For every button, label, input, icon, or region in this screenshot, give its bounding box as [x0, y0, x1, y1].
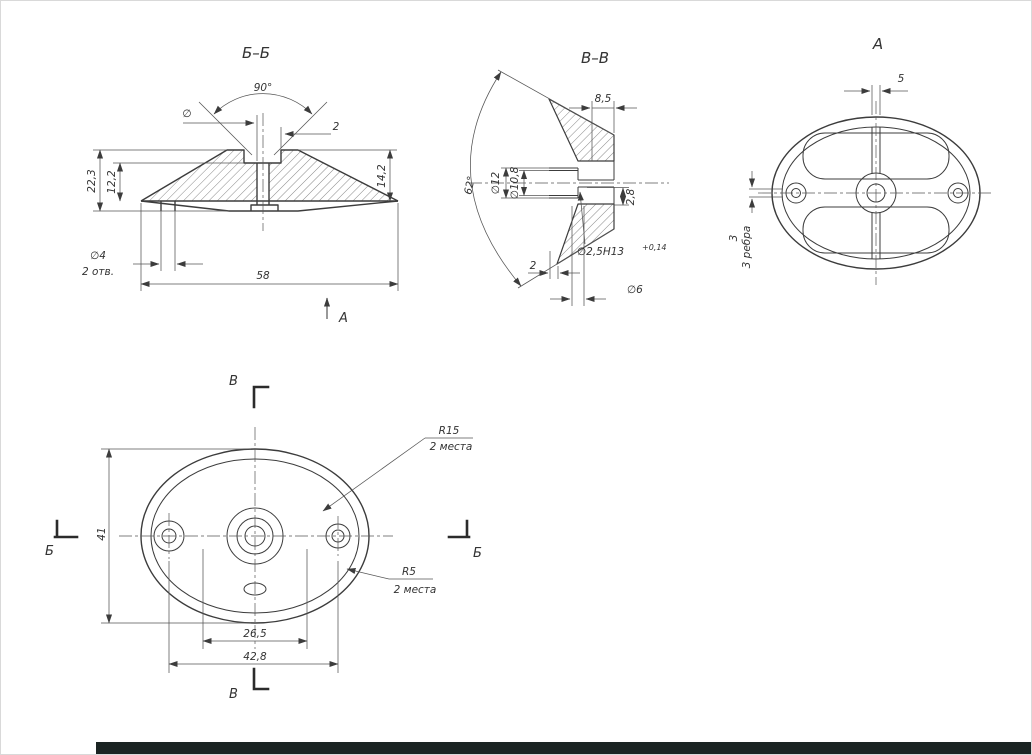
plan-dimension-lines — [101, 437, 473, 673]
plan-section-plane-ticks — [53, 385, 471, 691]
bb-title: Б–Б — [242, 44, 270, 62]
view-a: А 5 3 3 ребра — [728, 35, 994, 285]
vv-dim-dia-12: ∅12 — [490, 171, 502, 194]
bottom-bar — [96, 742, 1031, 754]
plan-marker-b-right-label: Б — [473, 546, 482, 561]
vv-dim-dia-10-8: ∅10,8 — [509, 166, 521, 199]
bb-view-arrow-label: А — [338, 311, 348, 326]
bb-dim-dia-4: ∅4 — [90, 250, 106, 262]
plan-view: Б Б В В 41 26,5 42,8 R15 2 места R5 2 ме… — [45, 374, 482, 702]
plan-dim-41: 41 — [96, 527, 108, 540]
bb-dimension-lines — [93, 93, 399, 319]
bb-dim-12-2: 12,2 — [106, 170, 118, 194]
section-tick-b-left — [53, 519, 79, 539]
vv-title: В–В — [581, 49, 609, 67]
vv-dim-8-5: 8,5 — [595, 93, 612, 105]
bb-dim-holes-note: 2 отв. — [82, 266, 114, 278]
va-title: А — [872, 35, 883, 53]
plan-dim-26-5: 26,5 — [243, 628, 267, 640]
vv-dim-angle-62: 62° — [462, 175, 478, 196]
bb-part-outline — [140, 149, 399, 212]
plan-centerlines — [119, 427, 393, 649]
plan-marker-v-bottom-label: В — [229, 687, 238, 702]
bb-dim-2: 2 — [333, 121, 340, 133]
vv-dim-dia-2-5: ∅2,5Н13 — [577, 246, 624, 258]
va-dim-5: 5 — [898, 73, 905, 85]
plan-dim-r15-note: 2 места — [430, 441, 473, 453]
vv-bore-lines — [549, 135, 615, 229]
vv-dim-2: 2 — [530, 260, 537, 272]
bb-dim-14-2: 14,2 — [376, 164, 388, 188]
va-rib-lines — [871, 127, 881, 259]
plan-marker-v-top-label: В — [229, 374, 238, 389]
section-tick-v-bottom — [252, 667, 270, 691]
va-centerlines — [758, 101, 994, 285]
section-vv-view: В–В 62° 8,5 ∅12 ∅10,8 2,8 ∅2,5Н13 +0,14 … — [462, 49, 669, 306]
plan-dim-r15: R15 — [439, 425, 460, 437]
plan-dim-42-8: 42,8 — [243, 651, 267, 663]
plan-dim-r5: R5 — [402, 566, 416, 578]
vv-dim-2-8: 2,8 — [625, 188, 637, 205]
va-dim-ribs-note: 3 ребра — [741, 226, 753, 269]
vv-dim-dia-2-5-tolerance: +0,14 — [642, 243, 667, 252]
vv-dimension-lines — [470, 69, 637, 306]
bb-dim-angle-90: 90° — [254, 82, 273, 94]
bb-dim-58: 58 — [256, 270, 270, 282]
section-tick-b-right — [447, 519, 471, 539]
section-bb-view: Б–Б 90° ∅ 2 12,2 22,3 14,2 ∅4 2 отв. 58 … — [82, 44, 399, 326]
section-tick-v-top — [252, 385, 270, 409]
vv-dim-dia-6: ∅6 — [627, 284, 643, 296]
plan-marker-b-left-label: Б — [45, 544, 54, 559]
bb-dim-diameter-symbol: ∅ — [182, 108, 191, 120]
va-dim-3: 3 — [728, 235, 740, 242]
plan-dim-r5-note: 2 места — [394, 584, 437, 596]
bb-dim-22-3: 22,3 — [86, 169, 98, 192]
va-dimension-lines — [748, 85, 908, 213]
